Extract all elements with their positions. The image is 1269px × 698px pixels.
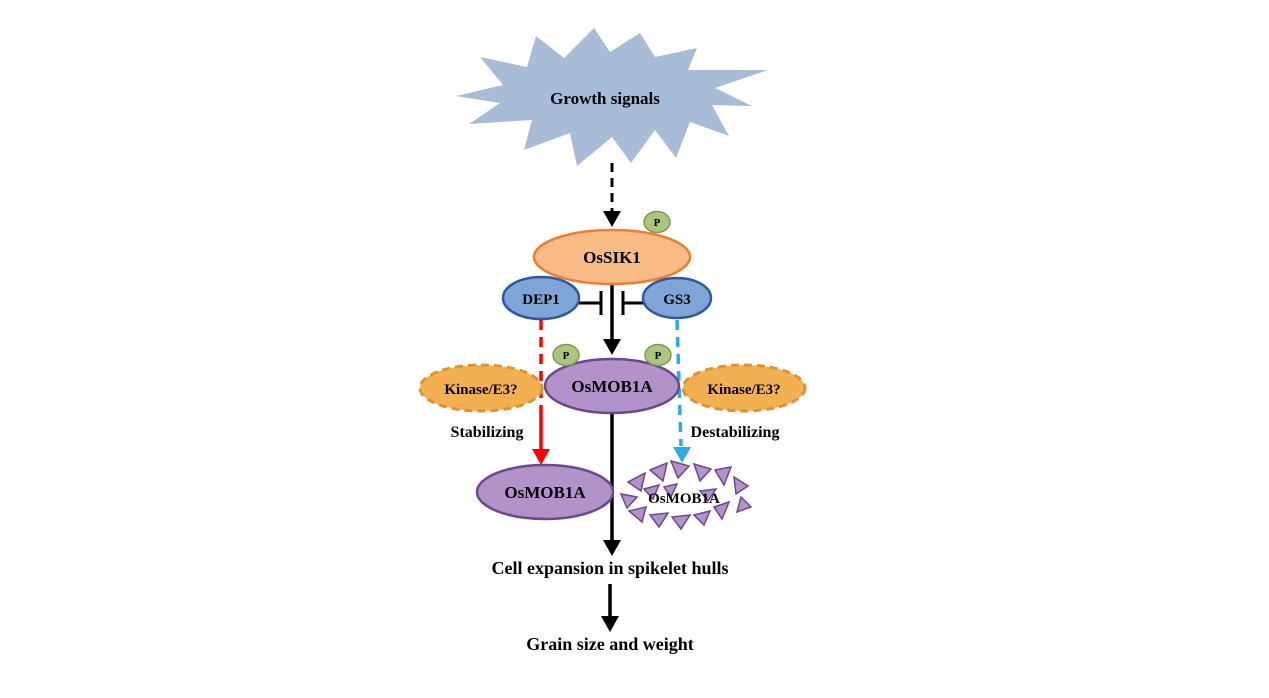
fragment-shard [692,462,713,483]
fragment-shard [698,488,718,503]
fragment-shard [648,461,669,483]
fragment-shard [692,509,712,527]
fragment-shard [670,514,692,531]
phospho-label: P [654,217,661,229]
phospho-label: P [655,350,662,362]
gs3-node: GS3 [641,276,713,320]
fragment-shard [712,500,731,521]
stabilizing-label: Stabilizing [451,424,524,441]
gs3-ellipse [641,276,713,320]
grain-size-label: Grain size and weight [526,634,694,654]
osmob1a-ellipse [543,357,681,415]
dep1-label: DEP1 [522,292,560,308]
kinase-e3-right-label: Kinase/E3? [707,382,780,398]
fragment-shard [627,505,648,524]
kinase-e3-right-node: Kinase/E3? [681,363,807,413]
destabilizing-label: Destabilizing [691,424,780,441]
fragment-shard [626,471,647,493]
dep1-ellipse [501,275,581,321]
expansion-to-grain-arrowhead [601,616,619,632]
osmob1a-to-expansion-arrowhead [603,540,621,556]
phospho-badge-osmob1a-left: P [552,343,580,367]
ossik1-ellipse [532,228,692,286]
stabilizing-arrowhead [532,449,550,465]
osmob1a-label: OsMOB1A [571,377,653,396]
ossik1-label: OsSIK1 [583,248,641,267]
phospho-circle [644,343,672,367]
phospho-label: P [563,350,570,362]
ossik1-to-osmob1a-arrowhead [603,339,621,355]
fragment-shard [735,495,753,514]
fragment-shard [648,512,670,529]
fragment-shard [642,483,661,501]
fragment-shard [713,466,733,487]
destabilizing-arrow-dashed [675,319,683,447]
fragment-shard [669,459,691,480]
cell-expansion-label: Cell expansion in spikelet hulls [491,558,728,578]
osmob1a-node: OsMOB1A [543,357,681,415]
gs3-label: GS3 [663,292,691,308]
fragment-shard [619,493,639,510]
phospho-circle [643,210,671,234]
phospho-badge-ossik1: P [643,210,671,234]
fragment-shard [662,482,679,499]
ossik1-node: OsSIK1 [532,228,692,286]
growth-signals-label: Growth signals [550,89,660,108]
dep1-node: DEP1 [501,275,581,321]
kinase-e3-left-ellipse [418,363,544,413]
phospho-circle [552,343,580,367]
growth-signals-burst [456,28,768,166]
osmob1a-stable-node: OsMOB1A [475,463,615,521]
osmob1a-stable-label: OsMOB1A [504,483,586,502]
kinase-e3-right-ellipse [681,363,807,413]
osmob1a-stable-ellipse [475,463,615,521]
growth-signal-arrowhead [603,211,621,227]
osmob1a-fragmented-label: OsMOB1A [648,491,720,507]
destabilizing-arrowhead [673,447,691,463]
osmob1a-fragments [619,459,753,531]
kinase-e3-left-label: Kinase/E3? [444,382,517,398]
phospho-badge-osmob1a-right: P [644,343,672,367]
kinase-e3-left-node: Kinase/E3? [418,363,544,413]
fragment-shard [733,475,750,496]
